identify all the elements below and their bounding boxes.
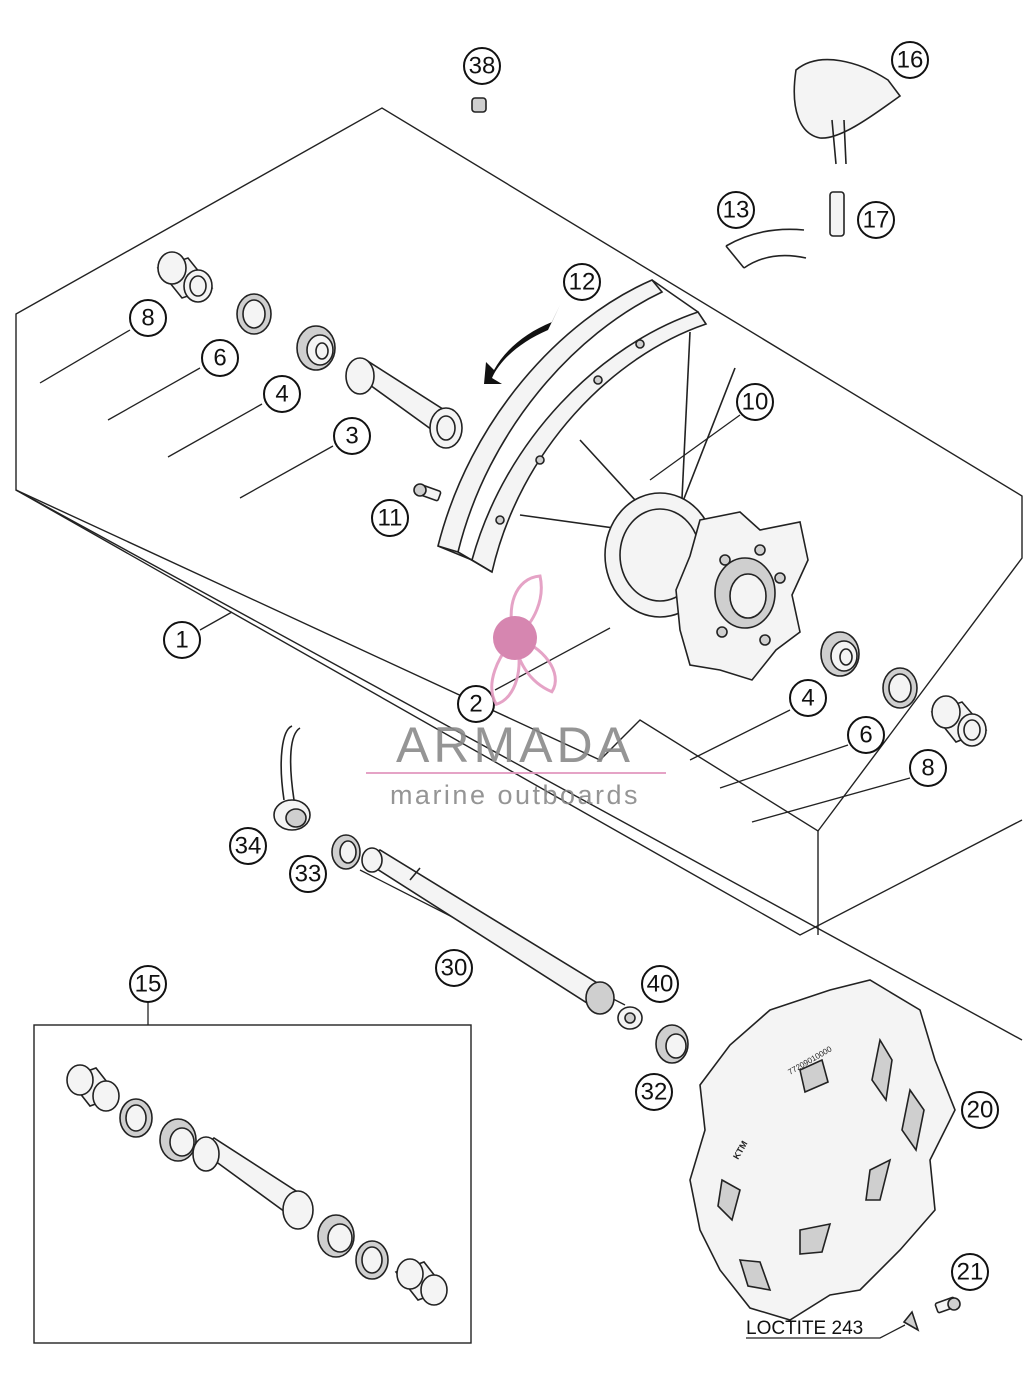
svg-text:11: 11: [378, 505, 403, 532]
bearing-part-4-left: [296, 325, 336, 371]
assembly-frame: [15, 107, 1023, 1041]
axle-part-30: [361, 847, 615, 1015]
spacer-part-32: [655, 1024, 689, 1064]
rotation-arrow-icon: [484, 305, 560, 384]
callout-8-right: 8: [909, 749, 947, 787]
svg-text:34: 34: [235, 833, 262, 860]
callout-10: 10: [736, 383, 774, 421]
svg-text:13: 13: [723, 197, 750, 224]
svg-text:2: 2: [469, 691, 482, 718]
callout-4-left: 4: [263, 375, 301, 413]
spacer-part-8-right: [930, 695, 988, 747]
brake-disc-part-20: 77209010000 KTM: [689, 979, 956, 1321]
callout-32: 32: [635, 1073, 673, 1111]
propeller-blade: [509, 574, 543, 641]
svg-text:4: 4: [801, 685, 814, 712]
callout-30: 30: [435, 949, 473, 987]
svg-text:20: 20: [967, 1097, 994, 1124]
watermark-tagline: marine outboards: [390, 780, 640, 810]
tube-part-16: [793, 58, 902, 165]
callout-34: 34: [229, 827, 267, 865]
svg-text:3: 3: [345, 423, 358, 450]
callout-4-right: 4: [789, 679, 827, 717]
svg-text:8: 8: [141, 305, 154, 332]
hub-part-2: [604, 492, 809, 681]
callout-16: 16: [891, 41, 929, 79]
svg-text:32: 32: [641, 1079, 668, 1106]
spacer-part-8-left: [156, 251, 214, 303]
svg-text:16: 16: [897, 47, 924, 74]
callout-17: 17: [857, 201, 895, 239]
propeller-logo-icon: [490, 574, 557, 707]
loctite-note: LOCTITE 243: [746, 1318, 863, 1339]
svg-text:4: 4: [275, 381, 288, 408]
callout-8-left: 8: [129, 299, 167, 337]
valve-cap-part-38: [471, 97, 487, 113]
svg-text:38: 38: [469, 53, 496, 80]
callout-1: 1: [163, 621, 201, 659]
svg-text:21: 21: [957, 1259, 984, 1286]
callout-11: 11: [371, 499, 409, 537]
callout-12: 12: [563, 263, 601, 301]
seal-part-6-right: [882, 667, 918, 709]
svg-text:33: 33: [295, 861, 322, 888]
seal-part-33: [331, 834, 361, 870]
callout-21: 21: [951, 1253, 989, 1291]
callout-13: 13: [717, 191, 755, 229]
svg-text:8: 8: [921, 755, 934, 782]
seal-part-6-left: [236, 293, 272, 335]
svg-text:17: 17: [863, 207, 890, 234]
callout-15: 15: [129, 965, 167, 1003]
watermark-brand: ARMADA: [396, 717, 634, 773]
spacer-tube-part-3: [345, 357, 463, 449]
nut-part-40: [617, 1006, 643, 1030]
svg-text:6: 6: [213, 345, 226, 372]
svg-text:1: 1: [175, 627, 188, 654]
callout-20: 20: [961, 1091, 999, 1129]
callout-38: 38: [463, 47, 501, 85]
callout-6-left: 6: [201, 339, 239, 377]
callout-6-right: 6: [847, 716, 885, 754]
bearing-kit-parts-15: [66, 1064, 448, 1306]
propeller-hub: [493, 616, 537, 660]
callout-33: 33: [289, 855, 327, 893]
svg-text:40: 40: [647, 971, 674, 998]
rim-tape-part-13: [725, 228, 807, 269]
svg-text:10: 10: [742, 389, 769, 416]
bearing-part-4-right: [820, 631, 860, 677]
bolt-part-21: [902, 1296, 961, 1332]
bearing-kit-box: [33, 1024, 472, 1344]
svg-text:6: 6: [859, 722, 872, 749]
callout-3: 3: [333, 417, 371, 455]
axle-clamp-part-34: [273, 725, 311, 831]
valve-nut-part-17: [829, 191, 845, 237]
callout-2: 2: [457, 685, 495, 723]
callout-40: 40: [641, 965, 679, 1003]
svg-text:12: 12: [569, 269, 596, 296]
watermark: ARMADA marine outboards: [366, 574, 666, 810]
svg-text:15: 15: [135, 971, 162, 998]
propeller-blade: [490, 635, 521, 707]
rim-part-12: [437, 279, 708, 574]
svg-text:30: 30: [441, 955, 468, 982]
screw-part-11: [413, 483, 442, 502]
